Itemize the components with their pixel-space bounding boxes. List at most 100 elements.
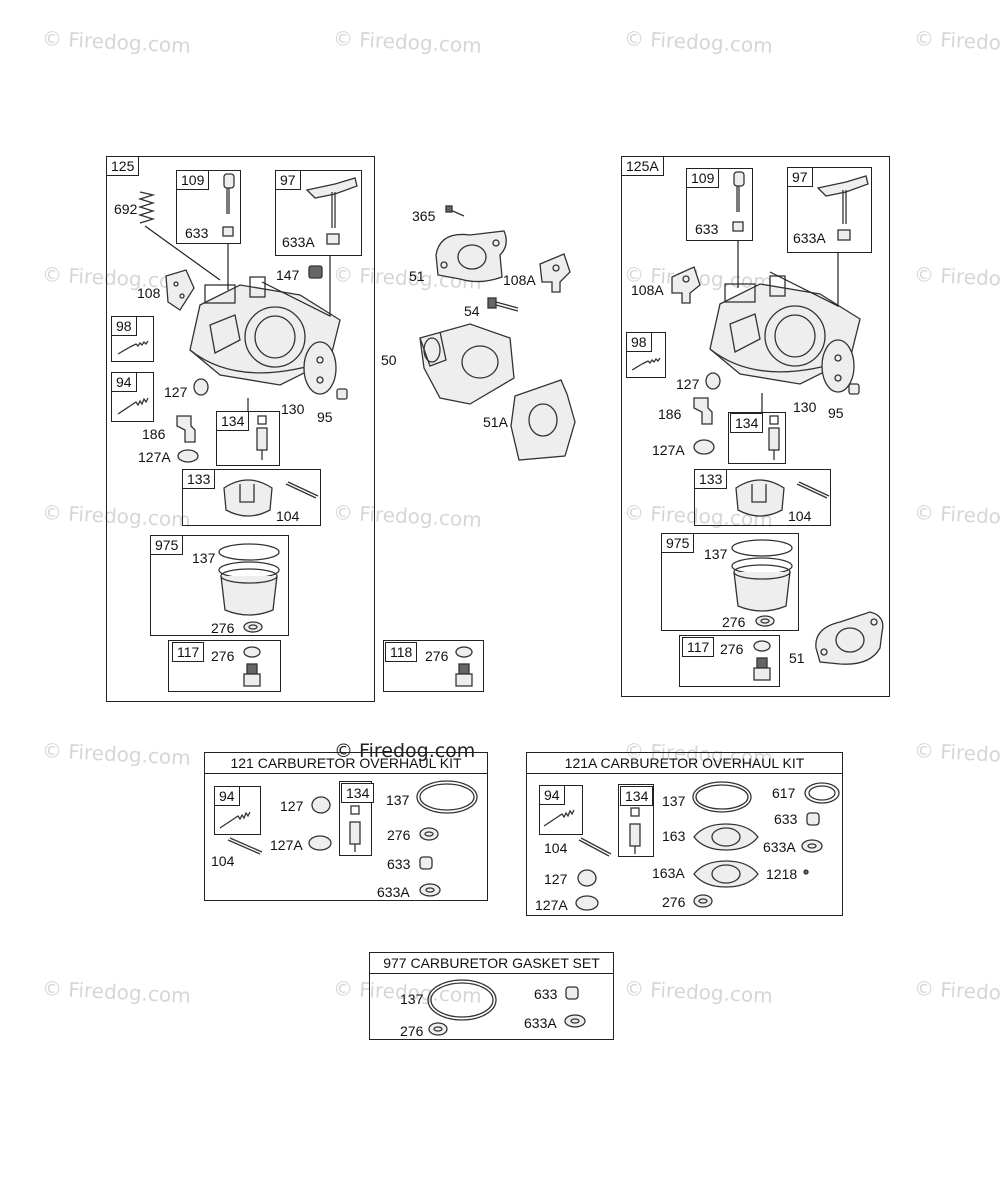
r-part-134-box	[728, 412, 786, 464]
screw-147-drawing	[308, 265, 323, 279]
kit-121-part-134-label: 134	[341, 783, 375, 803]
r-washer-276-drawing	[755, 615, 775, 627]
kit-977-part-137-label: 137	[400, 991, 424, 1007]
kit-121a-needle-134-drawing	[629, 807, 641, 854]
kit-121a-part-104-label: 104	[544, 840, 568, 856]
part-633a-label: 633A	[282, 234, 315, 250]
kit-121-seal-633-drawing	[419, 856, 433, 870]
kit-121a-part-134-box	[618, 784, 654, 857]
kit-977-part-633-label: 633	[534, 986, 558, 1002]
part-108-label: 108	[137, 285, 161, 301]
mid-part-276-label: 276	[425, 648, 449, 664]
plate-108-drawing	[165, 269, 195, 311]
part-147-label: 147	[276, 267, 300, 283]
r-part-97-box	[787, 167, 872, 253]
kit-121-part-137-label: 137	[386, 792, 410, 808]
r-part-276b-label: 276	[720, 641, 744, 657]
r-part-975-label: 975	[661, 533, 695, 553]
mid-part-51a-label: 51A	[483, 414, 508, 430]
r-throttle-shaft-drawing	[816, 175, 869, 241]
kit-121-part-134-box	[339, 781, 372, 856]
choke-shaft-drawing	[222, 173, 235, 237]
part-117-box	[168, 640, 281, 692]
part-127-label: 127	[164, 384, 188, 400]
r-bolt-117-drawing	[753, 640, 771, 681]
mid-part-54-label: 54	[464, 303, 480, 319]
kit-121-plug-127-drawing	[311, 796, 331, 814]
bolt-117-drawing	[243, 646, 261, 687]
group-125a-frame	[621, 156, 890, 697]
kit-121a-part-617-label: 617	[772, 785, 796, 801]
kit-121-washer-276-drawing	[419, 827, 439, 841]
r-plate-108a-drawing	[671, 266, 701, 304]
screw-54-drawing	[487, 297, 519, 312]
kit-121a-oring-617-drawing	[804, 782, 840, 804]
part-127a-label: 127A	[138, 449, 171, 465]
group-125-id: 125	[106, 156, 140, 176]
plate-108a-drawing	[539, 253, 571, 293]
group-125a-id: 125A	[621, 156, 664, 176]
kit-121a-part-134-label: 134	[620, 786, 654, 806]
r-part-109-box	[686, 168, 753, 241]
washer-276-drawing	[243, 621, 263, 633]
bolt-118-drawing	[455, 646, 473, 687]
part-186-label: 186	[142, 426, 166, 442]
r-part-117-label: 117	[682, 637, 715, 657]
kit-977-oring-137-drawing	[427, 979, 497, 1021]
kit-121-part-127a-label: 127A	[270, 837, 303, 853]
r-part-276-label: 276	[722, 614, 746, 630]
kit-977-seal-633a-drawing	[564, 1014, 586, 1028]
r-part-975-box	[661, 533, 799, 631]
adapter-50-drawing	[419, 323, 515, 405]
part-975-label: 975	[150, 535, 184, 555]
kit-121a-part-633a-label: 633A	[763, 839, 796, 855]
r-part-633-label: 633	[695, 221, 719, 237]
kit-121a-title: 121A CARBURETOR OVERHAUL KIT	[527, 753, 842, 774]
r-part-130-label: 130	[793, 399, 817, 415]
kit-121-part-104-label: 104	[211, 853, 235, 869]
needle-134-drawing	[256, 415, 268, 460]
plug-127a-drawing	[177, 449, 199, 463]
plug-127-drawing	[193, 378, 209, 396]
copyright-overlay: © Firedog.com	[334, 740, 476, 762]
kit-977-washer-276-drawing	[428, 1022, 448, 1036]
part-118-box	[383, 640, 484, 692]
kit-121a-gasket-163a-drawing	[693, 860, 759, 888]
kit-121-pin-104-drawing	[227, 837, 263, 855]
r-part-127-label: 127	[676, 376, 700, 392]
r-part-95-label: 95	[828, 405, 844, 421]
kit-121-screw-94-drawing	[219, 811, 251, 829]
r-screw-98-drawing	[631, 357, 661, 371]
r-pin-104-drawing	[796, 481, 830, 499]
r-part-134-label: 134	[730, 413, 764, 433]
kit-121a-screw-94-drawing	[543, 809, 575, 827]
r-plug-127a-drawing	[693, 439, 715, 455]
part-134-label: 134	[216, 411, 250, 431]
r-part-51-label: 51	[789, 650, 805, 666]
part-118-label: 118	[385, 642, 418, 662]
r-part-108a-label: 108A	[631, 282, 664, 298]
kit-977-frame: 977 CARBURETOR GASKET SET	[369, 952, 614, 1040]
kit-121a-part-127-label: 127	[544, 871, 568, 887]
kit-977-title: 977 CARBURETOR GASKET SET	[370, 953, 613, 974]
part-133-box	[182, 469, 321, 526]
part-104-label: 104	[276, 508, 300, 524]
screw-94-drawing	[117, 397, 149, 415]
r-gasket-130-drawing	[821, 339, 855, 393]
mid-part-365-label: 365	[412, 208, 436, 224]
kit-121a-part-1218-label: 1218	[766, 866, 798, 882]
r-part-137-label: 137	[704, 546, 728, 562]
kit-121a-part-633-label: 633	[774, 811, 798, 827]
kit-977-seal-633-drawing	[565, 986, 579, 1000]
kit-121-seal-633a-drawing	[419, 883, 441, 897]
r-needle-134-drawing	[768, 415, 780, 460]
part-133-label: 133	[182, 469, 216, 489]
r-part-186-label: 186	[658, 406, 682, 422]
kit-121-part-633-label: 633	[387, 856, 411, 872]
part-98-label: 98	[111, 316, 137, 336]
part-633-label: 633	[185, 225, 209, 241]
kit-121a-oring-137-drawing	[692, 781, 752, 813]
kit-121-part-94-label: 94	[214, 786, 240, 806]
part-109-label: 109	[176, 170, 210, 190]
